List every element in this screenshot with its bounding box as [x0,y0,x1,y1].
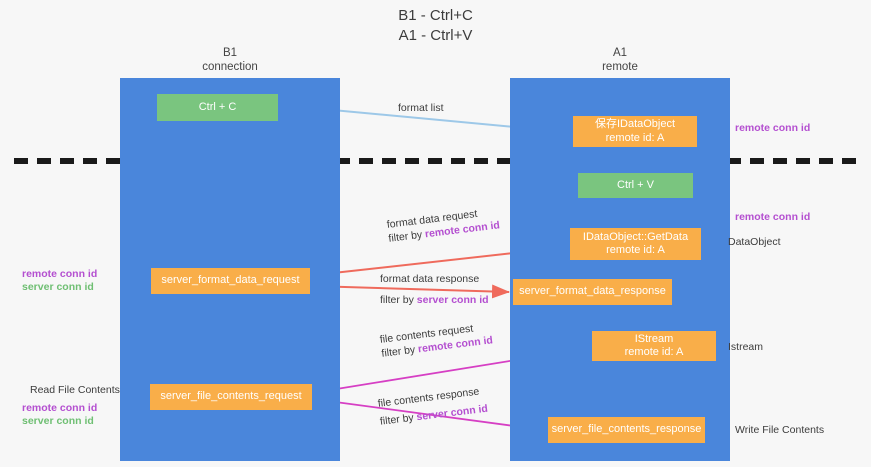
annotation-left-server-conn-id: server conn id [22,281,94,293]
lane-b1-sub: connection [202,61,258,73]
node-ctrl-c[interactable]: Ctrl + C [157,94,278,121]
annotation-left-conn-ids-bottom: remote conn id server conn id [22,402,97,428]
annotation-istream: Istream [728,341,764,353]
annotation-read-file-contents: Read File Contents [30,384,120,396]
lane-b1-name: B1 [222,47,238,59]
node-istream-label: IStream [634,332,674,345]
annotation-left-remote-conn-id-2: remote conn id [22,402,98,414]
page-title-line1: B1 - Ctrl+C [398,7,473,24]
node-save-idataobject-remote-id: remote id: A [605,131,665,144]
node-idataobject-getdata[interactable]: IDataObject::GetData remote id: A [570,228,701,260]
node-server-format-data-response-label: server_format_data_response [519,285,666,298]
annotation-left-conn-ids-top: remote conn id server conn id [22,268,97,294]
node-server-file-contents-request-label: server_file_contents_request [160,390,302,403]
node-server-file-contents-response[interactable]: server_file_contents_response [548,417,705,443]
edge-label-format-data-response: format data response filter by server co… [380,272,489,307]
node-server-file-contents-request[interactable]: server_file_contents_request [150,384,312,410]
filter-key-server-conn-id: server conn id [416,294,489,306]
edge-label-format-data-response-text: format data response [380,273,480,285]
node-server-format-data-request[interactable]: server_format_data_request [151,268,310,294]
annotation-dataobject: DataObject [728,236,781,248]
node-server-format-data-request-label: server_format_data_request [161,274,300,287]
annotation-remote-conn-id-top: remote conn id [735,122,811,134]
edge-label-format-list-text: format list [398,102,444,114]
lane-a1-name: A1 [612,47,628,59]
annotation-left-server-conn-id-2: server conn id [22,415,94,427]
node-save-idataobject[interactable]: 保存IDataObject remote id: A [573,116,697,147]
node-ctrl-c-label: Ctrl + C [198,100,237,113]
page-title-line2: A1 - Ctrl+V [398,27,473,44]
annotation-remote-conn-id-mid: remote conn id [735,211,811,223]
annotation-left-remote-conn-id: remote conn id [22,268,98,280]
node-istream-remote-id: remote id: A [624,346,684,358]
node-ctrl-v-label: Ctrl + V [617,178,654,191]
edge-label-format-data-response-filter: filter by server conn id [380,293,489,307]
node-save-idataobject-label: 保存IDataObject [594,118,676,130]
arrow-file-contents-response [312,398,545,435]
lane-a1-header: A1 remote [510,46,730,74]
lane-a1-sub: remote [602,61,638,73]
node-server-file-contents-response-label: server_file_contents_response [551,423,702,436]
filter-prefix: filter by [380,294,417,306]
arrow-format-data-response [311,284,510,299]
node-idataobject-getdata-remote-id: remote id: A [606,244,665,256]
node-ctrl-v[interactable]: Ctrl + V [578,173,693,198]
edge-label-format-list: format list [398,101,444,115]
node-server-format-data-response[interactable]: server_format_data_response [513,279,672,305]
annotation-write-file-contents: Write File Contents [735,424,825,436]
lane-b1-header: B1 connection [120,46,340,74]
page-title: B1 - Ctrl+C A1 - Ctrl+V [0,6,871,46]
node-istream[interactable]: IStream remote id: A [592,331,716,361]
node-idataobject-getdata-label: IDataObject::GetData [582,230,689,243]
